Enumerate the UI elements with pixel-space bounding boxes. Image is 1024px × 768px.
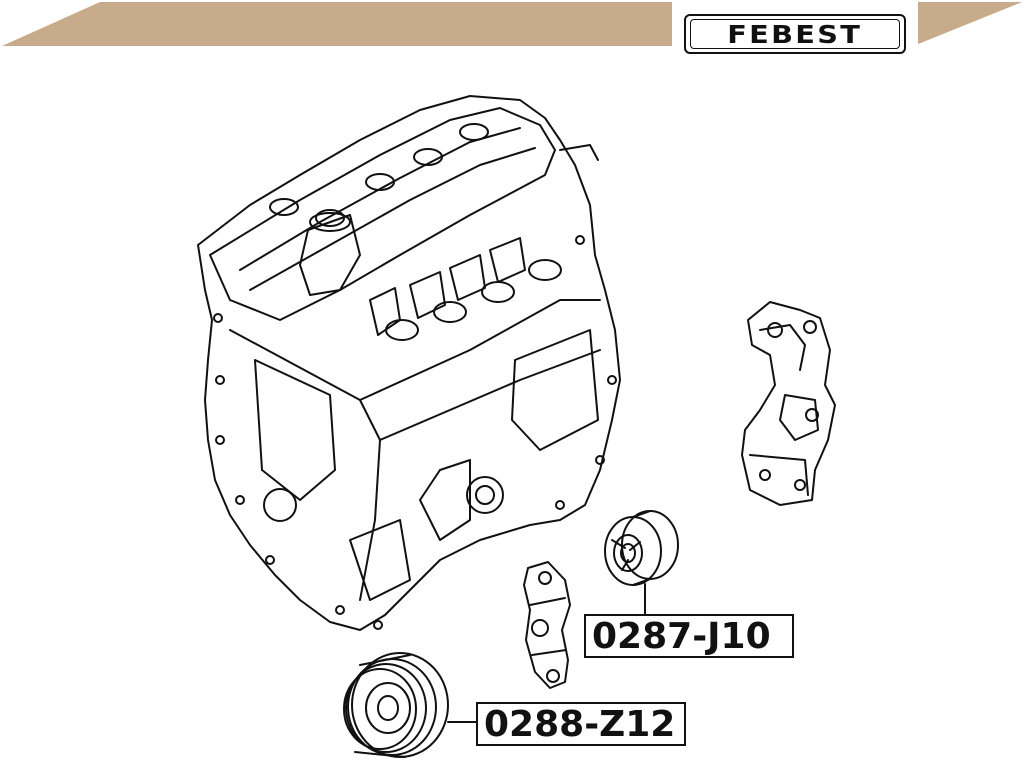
banner-stripe-left [2,2,672,46]
banner-stripe-right-tip [918,2,1022,44]
header-banner [2,2,1022,46]
part-number-label-crankshaft: 0288-Z12 [476,702,686,746]
brand-logo: FEBEST [684,14,906,54]
engine-block-drawing [197,95,621,631]
crankshaft-pulley-drawing [343,652,477,758]
brand-logo-frame: FEBEST [690,19,900,49]
idler-pulley-drawing [604,510,679,615]
mounting-bracket-drawing [741,301,836,506]
part-number-label-idler: 0287-J10 [584,614,794,658]
brand-logo-text: FEBEST [727,19,863,49]
tensioner-bracket-drawing [523,561,571,689]
